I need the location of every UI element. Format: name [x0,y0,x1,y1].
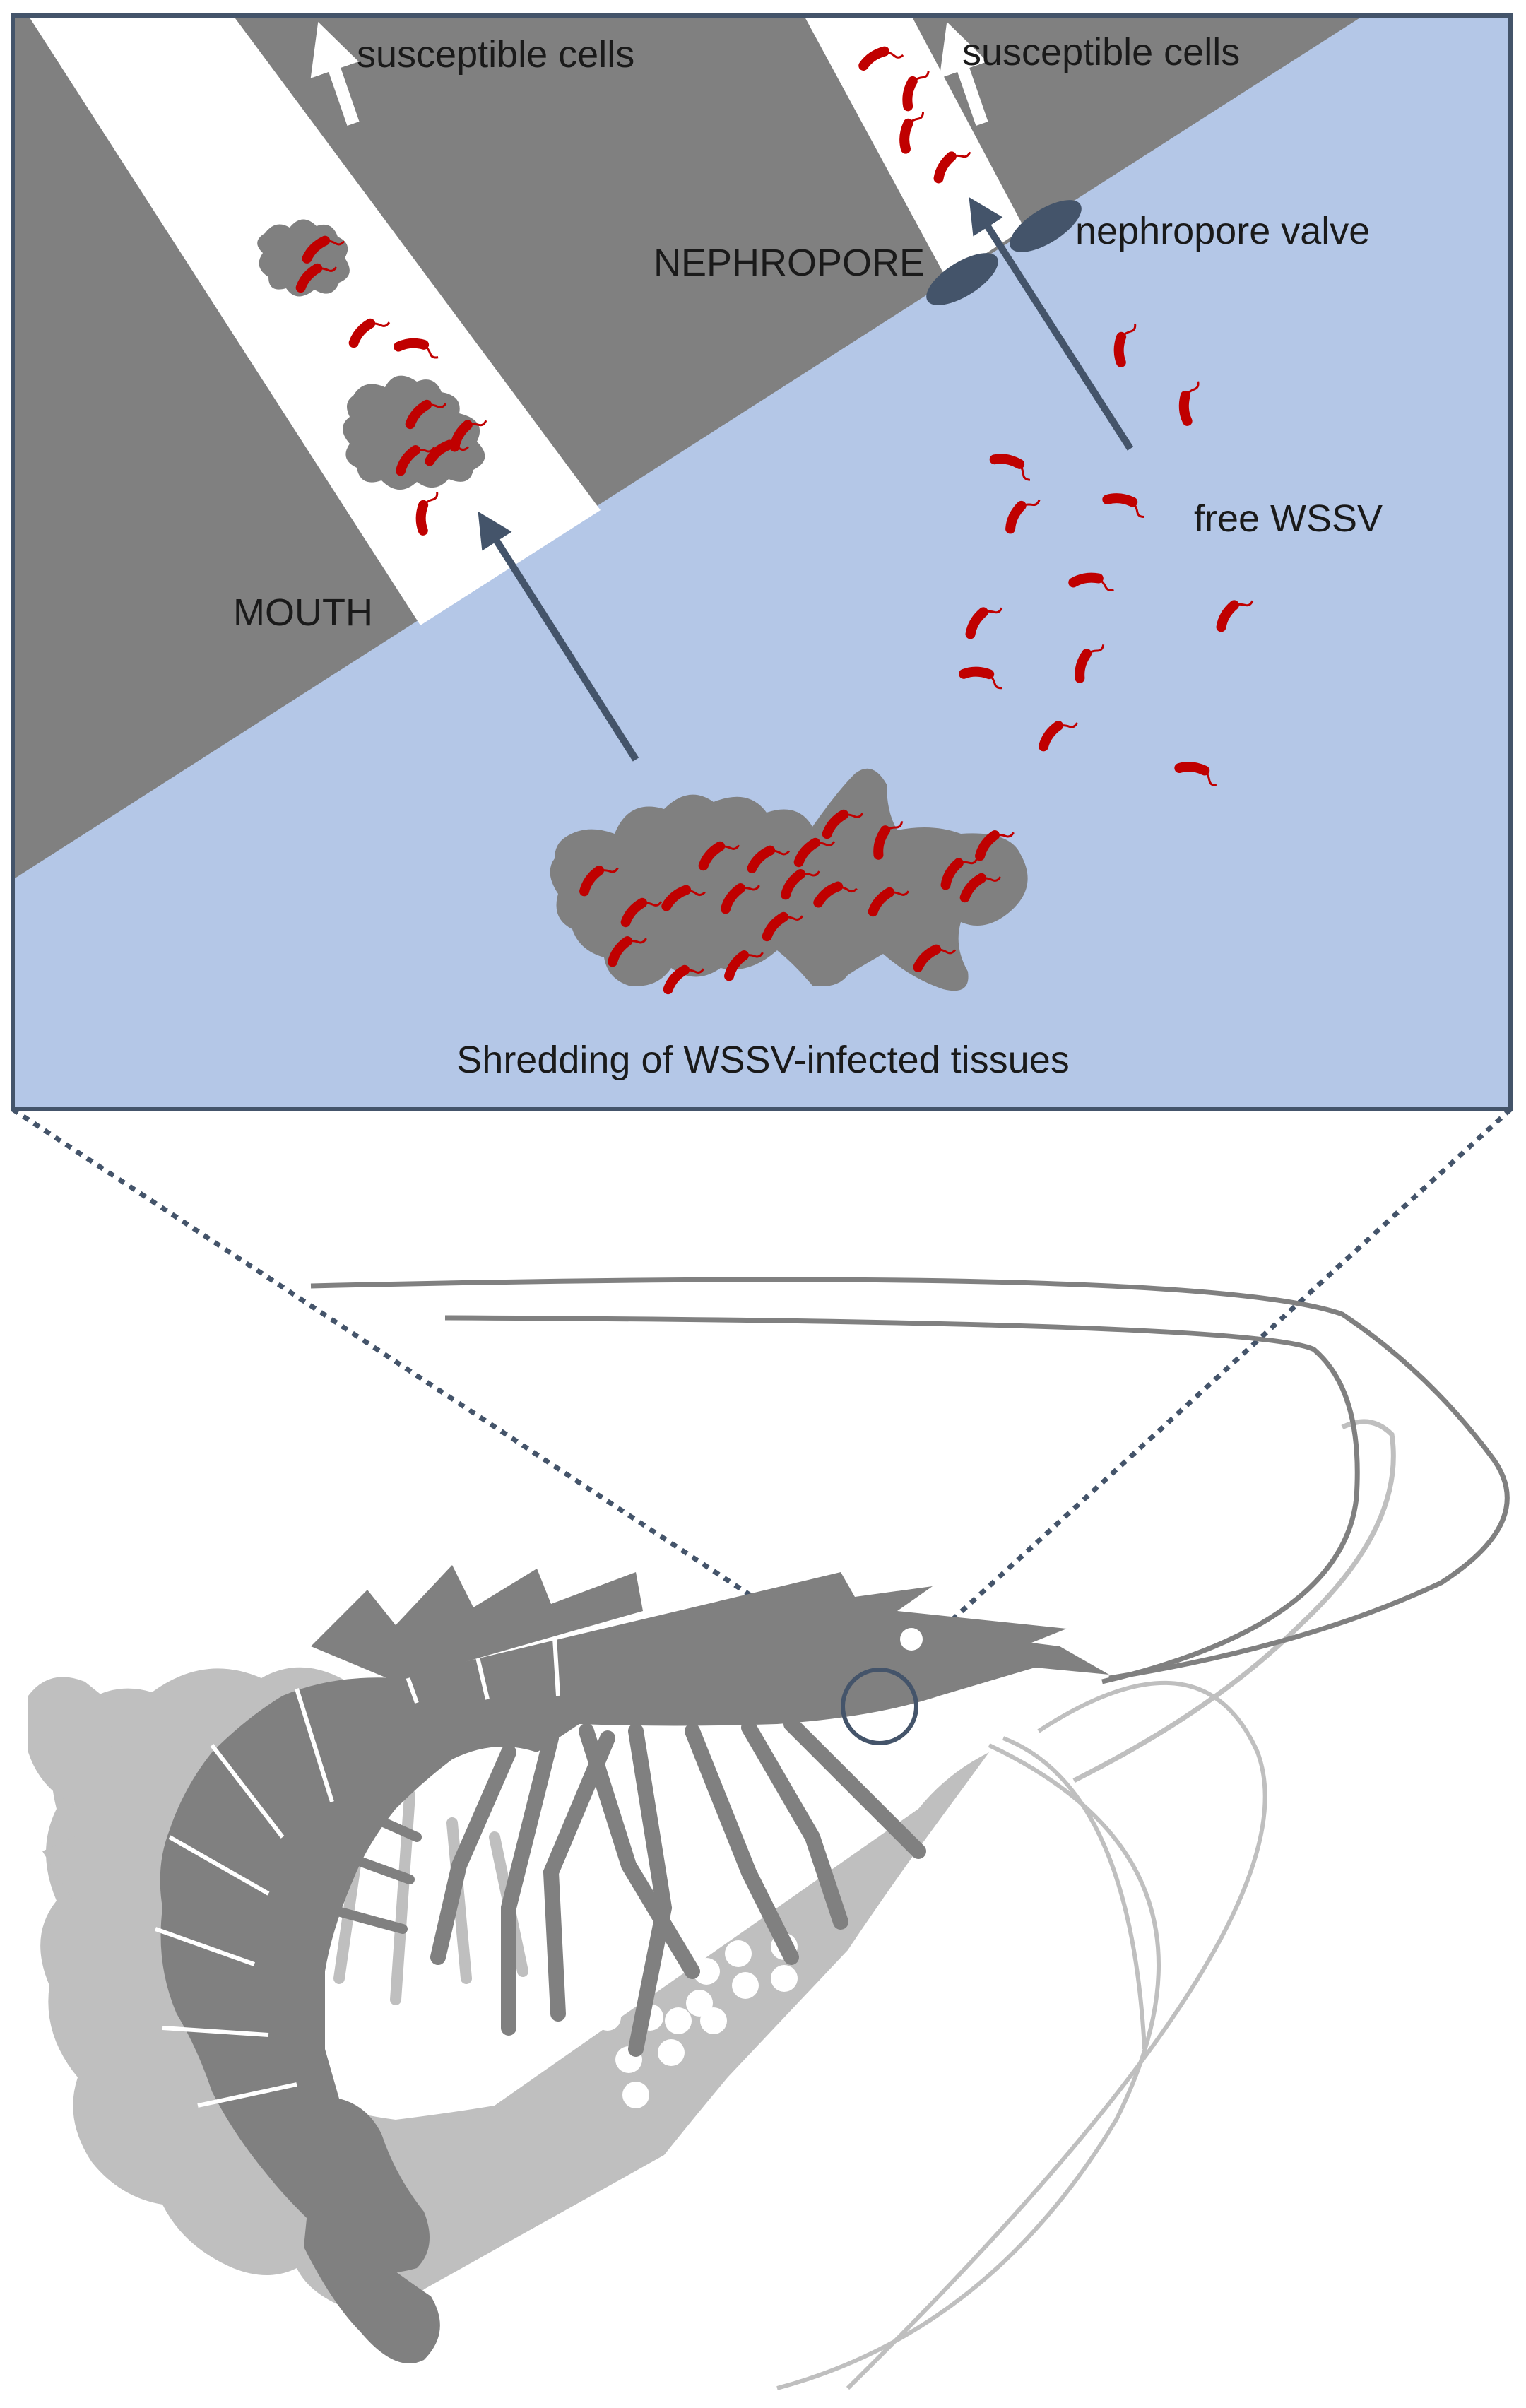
nephropore-valve-right [1010,200,1082,252]
tissue-fragment-medium [343,375,487,490]
shrimp-illustration [28,1277,1510,2390]
nephropore-valve-left [926,253,998,305]
antenna-dark-2 [444,1315,1360,1684]
antenna-light-2 [846,1680,1267,2390]
swimmerets [320,1804,422,1934]
label-nephropore-valve: nephropore valve [1075,210,1370,252]
zoom-focus-circle [841,1668,918,1745]
zoom-line-right [906,1107,1513,1663]
antenna-light-4 [1002,1736,1147,2050]
shrimp-dark [154,1277,1510,2363]
label-free-wssv: free WSSV [1194,497,1383,540]
antenna-light-3 [776,1743,1161,2390]
susceptible-arrow-right [939,21,988,126]
zoom-line-left [11,1107,867,1673]
large-infected-tissue [550,768,1028,991]
label-mouth: MOUTH [233,591,373,634]
shrimp-dark-legs [430,1716,926,2057]
antenna-light-1 [1072,1419,1396,1783]
label-shredding: Shredding of WSSV-infected tissues [456,1039,1069,1081]
shrimp-dark-body [160,1572,1110,2273]
label-susceptible-cells-left: susceptible cells [357,33,634,76]
zoom-panel-border [11,13,1513,1111]
antenna-dark-1 [310,1277,1510,1681]
tail-fan-light [28,1677,120,1809]
arrow-to-mouth [478,511,639,762]
label-nephropore: NEPHROPORE [653,242,925,284]
label-susceptible-cells-right: susceptible cells [962,31,1240,73]
zoom-panel: susceptible cells susceptible cells NEPH… [13,16,1510,1109]
dorsal-plates [311,1565,643,1682]
arrow-to-nephropore [969,196,1134,451]
tissue-fragment-small [257,219,350,297]
tail-fan-dark [304,2176,440,2363]
tail-fan-light-2 [42,1823,134,1908]
susceptible-arrow-left [310,21,360,126]
eye [900,1628,923,1651]
